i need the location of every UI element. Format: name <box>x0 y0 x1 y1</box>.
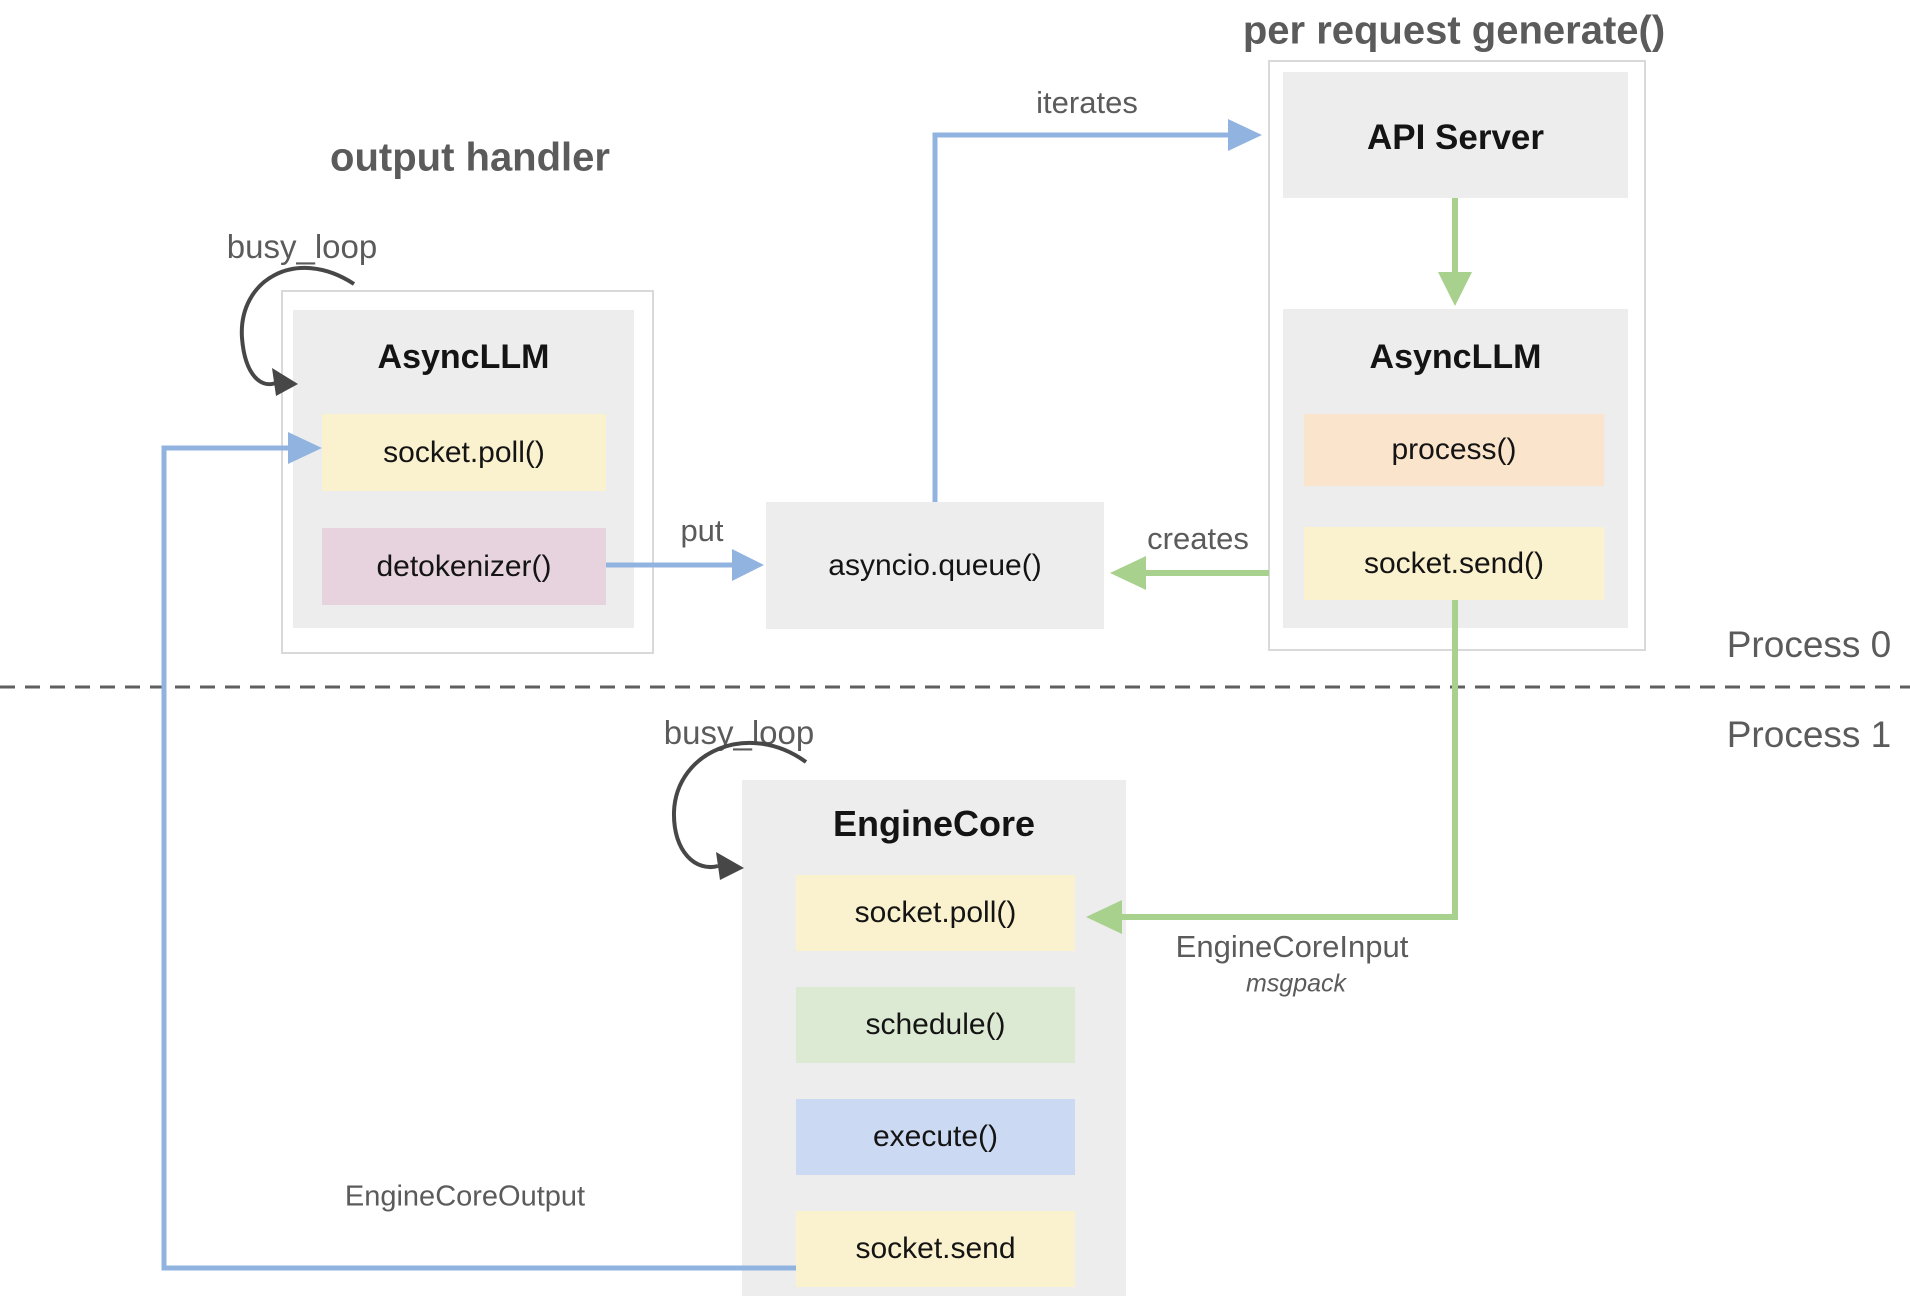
method-schedule: schedule() <box>796 987 1075 1063</box>
asyncio-queue-box <box>766 502 1104 629</box>
msgpack-label: msgpack <box>1245 969 1347 998</box>
engine-core-title: EngineCore <box>832 803 1036 844</box>
method-socket-send-engine: socket.send <box>796 1211 1075 1287</box>
method-socket-poll-engine: socket.poll() <box>796 875 1075 951</box>
put-label: put <box>680 513 724 548</box>
iterates-arrowhead-icon <box>1228 119 1262 151</box>
asyncio-queue-label: asyncio.queue() <box>828 549 1042 582</box>
put-arrowhead-icon <box>732 549 764 581</box>
iterates-label: iterates <box>1036 85 1138 120</box>
async-llm-left-title: AsyncLLM <box>377 338 550 376</box>
iterates-line <box>932 132 1228 502</box>
engine-core-input-label: EngineCoreInput <box>1175 929 1409 964</box>
method-socket-send-right: socket.send() <box>1304 527 1604 600</box>
method-execute: execute() <box>796 1099 1075 1175</box>
method-detokenizer: detokenizer() <box>322 528 606 605</box>
async-llm-right-title: AsyncLLM <box>1369 338 1542 376</box>
engine-core-output-label: EngineCoreOutput <box>344 1180 586 1213</box>
creates-arrowhead-icon <box>1110 556 1146 590</box>
api-server-title: API Server <box>1366 118 1545 157</box>
busy-loop-arc-bottom-arrowhead-icon <box>716 852 744 880</box>
per-request-generate-title: per request generate() <box>1242 8 1666 53</box>
output-handler-title: output handler <box>330 135 610 180</box>
busy-loop-label-bottom: busy_loop <box>663 714 815 751</box>
method-process: process() <box>1304 414 1604 486</box>
busy-loop-label-top: busy_loop <box>226 228 378 265</box>
process-0-label: Process 0 <box>1726 624 1892 665</box>
creates-label: creates <box>1147 521 1249 556</box>
process-1-label: Process 1 <box>1726 714 1892 755</box>
method-socket-poll-left: socket.poll() <box>322 414 606 491</box>
api-server-box <box>1283 72 1628 198</box>
